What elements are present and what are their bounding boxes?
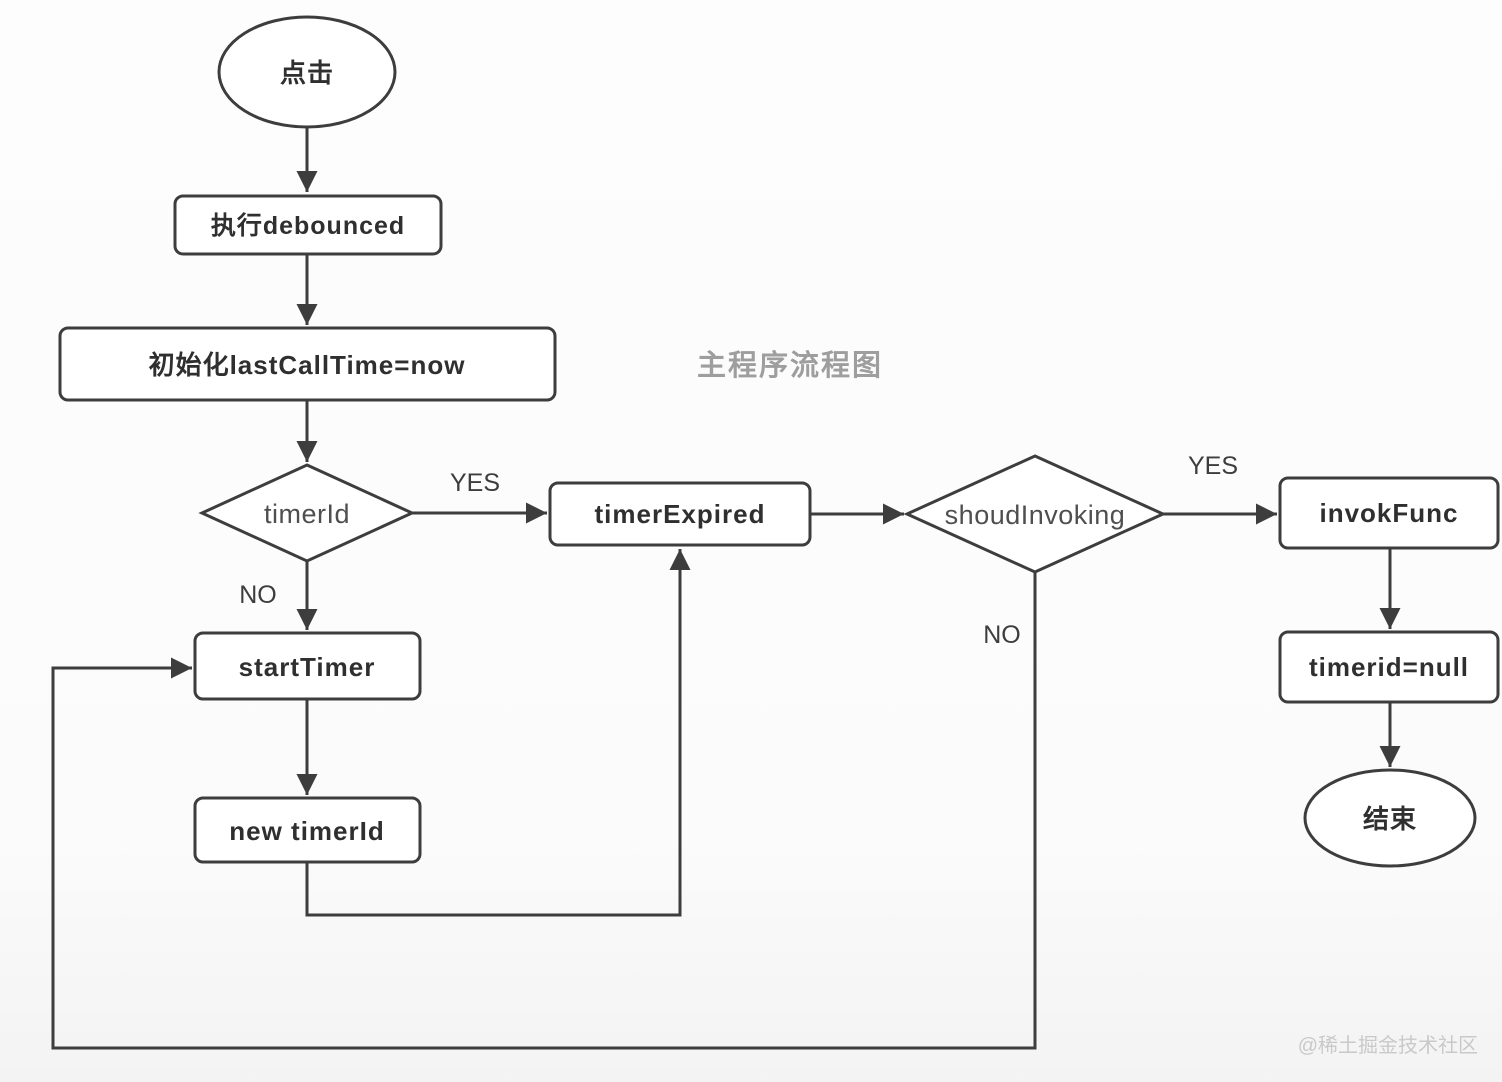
edge-label-timerid-no: NO — [239, 581, 277, 609]
edge-label-shoudinvoking-no: NO — [983, 621, 1021, 649]
newtimerid-rect — [193, 796, 422, 864]
edge-newtimerid-loop-to-timerexpired — [305, 549, 691, 917]
exec-debounced-rect — [173, 194, 443, 256]
node-timerid-null: timerid=null — [1278, 630, 1500, 704]
watermark-text: @稀土掘金技术社区 — [1298, 1034, 1478, 1057]
timerid-label: timerId — [264, 499, 350, 529]
timerexpired-rect — [548, 481, 812, 547]
node-timerid-decision: timerId — [198, 463, 416, 563]
node-shoudinvoking-decision: shoudInvoking — [903, 454, 1167, 574]
starttimer-label: startTimer — [239, 652, 376, 682]
diagram-title: 主程序流程图 — [697, 348, 883, 382]
init-lastcalltime-label: 初始化lastCallTime=now — [149, 350, 466, 380]
node-exec-debounced: 执行debounced — [173, 194, 443, 256]
exec-debounced-label: 执行debounced — [211, 212, 405, 240]
node-end: 结束 — [1303, 768, 1477, 868]
edge-shoudinvoking-no-loop-to-starttimer — [51, 572, 1037, 1050]
node-init-lastcalltime: 初始化lastCallTime=now — [58, 326, 557, 402]
timerid-null-rect — [1278, 630, 1500, 704]
invokfunc-rect — [1278, 476, 1500, 550]
node-start: 点击 — [217, 15, 397, 129]
start-ellipse — [217, 15, 397, 129]
starttimer-rect — [193, 631, 422, 701]
timerid-null-label: timerid=null — [1309, 652, 1469, 682]
init-lastcalltime-rect — [58, 326, 557, 402]
shoudinvoking-label: shoudInvoking — [945, 500, 1126, 530]
timerid-diamond — [198, 463, 416, 563]
node-starttimer: startTimer — [193, 631, 422, 701]
shoudinvoking-diamond — [903, 454, 1167, 574]
edge-label-timerid-yes: YES — [450, 469, 500, 497]
newtimerid-label: new timerId — [229, 816, 384, 846]
timerexpired-label: timerExpired — [595, 499, 766, 529]
start-label: 点击 — [280, 58, 334, 88]
node-newtimerid: new timerId — [193, 796, 422, 864]
invokfunc-label: invokFunc — [1319, 498, 1458, 528]
node-timerexpired: timerExpired — [548, 481, 812, 547]
end-ellipse — [1303, 768, 1477, 868]
node-invokfunc: invokFunc — [1278, 476, 1500, 550]
edge-label-shoudinvoking-yes: YES — [1188, 452, 1238, 480]
end-label: 结束 — [1363, 804, 1417, 834]
